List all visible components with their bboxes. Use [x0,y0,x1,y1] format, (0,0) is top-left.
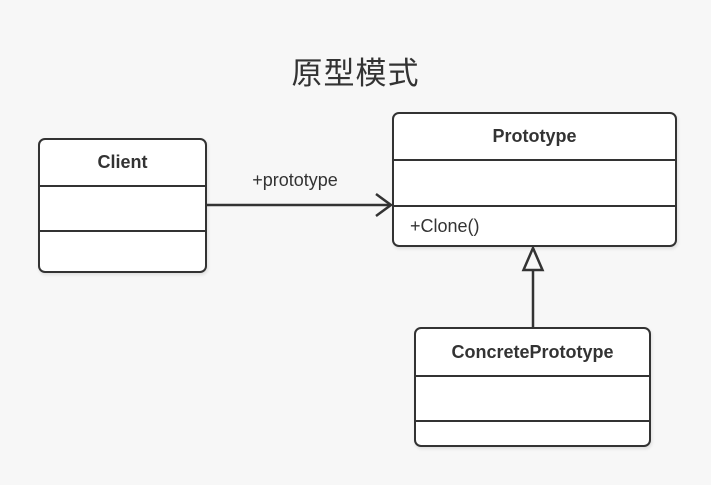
class-concrete-prototype-name: ConcretePrototype [451,341,614,362]
class-concrete-prototype: ConcretePrototype [414,327,651,447]
class-concrete-prototype-methods [416,420,649,445]
class-prototype-attributes [394,159,675,205]
class-client: Client [38,138,207,273]
association-arrow [207,192,394,218]
class-client-attributes [40,185,205,230]
class-prototype-name: Prototype [492,126,577,146]
class-prototype: Prototype +Clone() [392,112,677,247]
class-prototype-methods: +Clone() [394,205,675,245]
class-concrete-prototype-attributes [416,375,649,420]
association-label: +prototype [252,170,338,190]
diagram-title: 原型模式 [291,56,420,91]
class-client-methods [40,230,205,271]
class-client-name: Client [97,152,148,172]
inheritance-arrow [521,244,545,327]
